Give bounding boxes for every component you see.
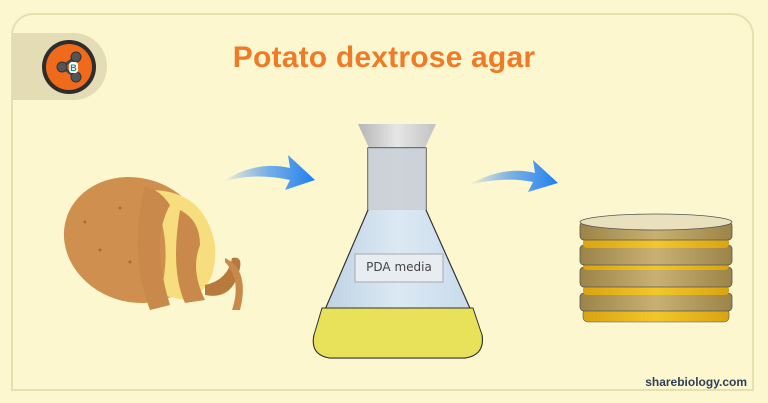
peeled-potato-illustration [63,176,243,310]
petri-dish-stack [579,213,733,323]
page-frame [11,13,754,391]
erlenmeyer-flask [312,124,483,359]
arrow-right-icon [222,155,315,190]
site-credit[interactable]: sharebiology.com [645,375,747,389]
share-icon[interactable]: B [40,38,98,96]
page-title: Potato dextrose agar [232,41,536,74]
svg-text:B: B [70,63,77,73]
arrow-right-icon [468,160,558,192]
flask-label: PDA media [366,260,432,274]
